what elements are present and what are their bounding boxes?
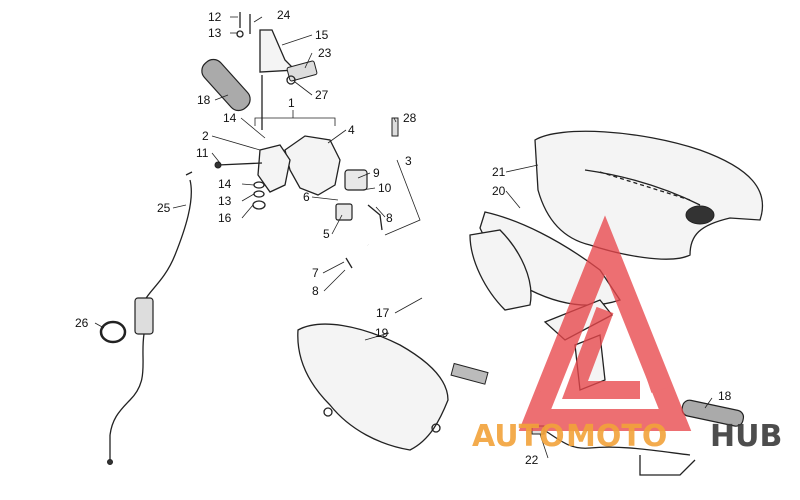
callout-labels: 12 13 24 15 23 27 18 1 14 28 4 2 11 3 9 … — [75, 8, 732, 467]
throttle-cable — [107, 171, 193, 465]
callout-13a: 13 — [208, 26, 222, 40]
callout-1: 1 — [288, 96, 295, 110]
cable-clamp — [99, 320, 127, 344]
callout-28: 28 — [403, 111, 417, 125]
callout-20: 20 — [492, 184, 506, 198]
callout-5: 5 — [323, 227, 330, 241]
callout-14b: 14 — [218, 177, 232, 191]
watermark: AUTO MOTO HUB — [472, 215, 782, 454]
callout-15: 15 — [315, 28, 329, 42]
grip-left — [201, 58, 251, 112]
grip-right — [681, 399, 745, 427]
callout-18b: 18 — [718, 389, 732, 403]
callout-16: 16 — [218, 211, 232, 225]
callout-27: 27 — [315, 88, 329, 102]
callout-23: 23 — [318, 46, 332, 60]
callout-22: 22 — [525, 453, 539, 467]
callout-21: 21 — [492, 165, 506, 179]
handlebar-pad — [297, 323, 449, 451]
callout-12: 12 — [208, 10, 222, 24]
callout-10: 10 — [378, 181, 392, 195]
leader-lines — [94, 16, 713, 459]
watermark-word-moto: MOTO — [566, 419, 667, 454]
throttle-lever — [259, 29, 318, 130]
callout-3: 3 — [405, 154, 412, 168]
callout-19: 19 — [375, 326, 389, 340]
watermark-word-auto: AUTO — [472, 419, 565, 454]
callout-11: 11 — [196, 146, 209, 160]
watermark-logo-icon — [518, 215, 692, 431]
callout-18a: 18 — [197, 93, 211, 107]
callout-8b: 8 — [312, 284, 319, 298]
callout-26: 26 — [75, 316, 89, 330]
seat — [534, 130, 764, 260]
callout-25: 25 — [157, 201, 171, 215]
callout-6: 6 — [303, 190, 310, 204]
callout-14a: 14 — [223, 111, 237, 125]
callout-7: 7 — [312, 266, 319, 280]
callout-24: 24 — [277, 8, 291, 22]
callout-13b: 13 — [218, 194, 232, 208]
callout-4: 4 — [348, 123, 355, 137]
callout-2: 2 — [202, 129, 209, 143]
callout-8a: 8 — [386, 211, 393, 225]
callout-9: 9 — [373, 166, 380, 180]
throttle-housing — [214, 135, 368, 221]
callout-17: 17 — [376, 306, 390, 320]
watermark-word-hub: HUB — [710, 419, 782, 454]
